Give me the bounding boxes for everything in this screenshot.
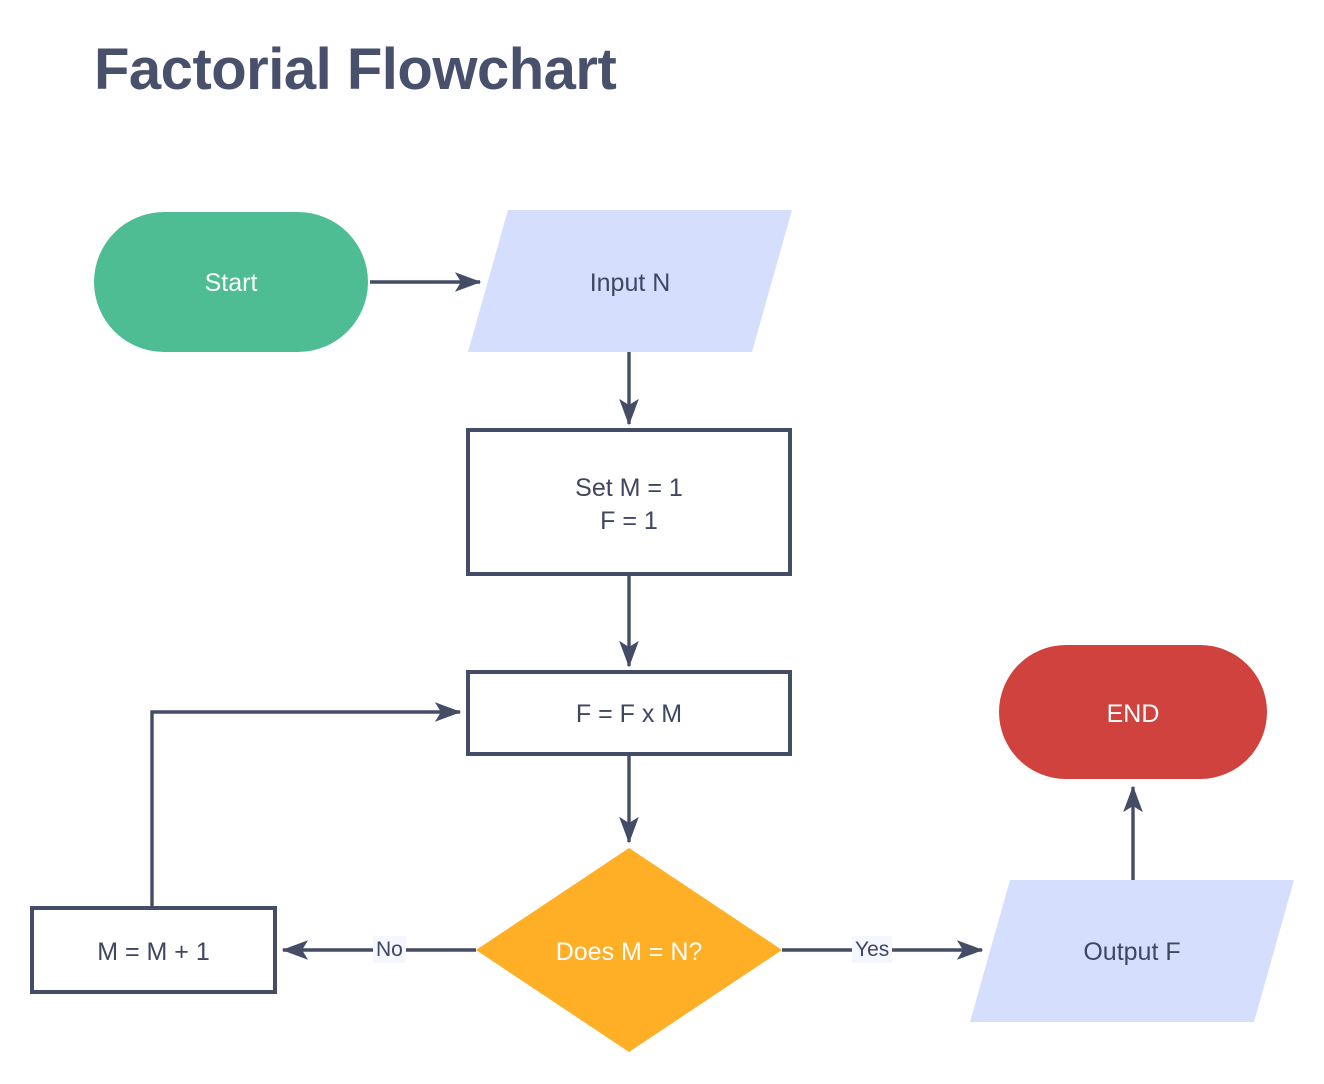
node-start-shape[interactable]: [94, 212, 368, 352]
node-mult-shape[interactable]: [466, 670, 792, 756]
node-incr-shape[interactable]: [30, 906, 277, 994]
node-input-shape[interactable]: [468, 210, 792, 352]
node-output-shape[interactable]: [970, 880, 1294, 1022]
node-end-shape[interactable]: [999, 645, 1267, 779]
edge-label-yes: Yes: [852, 936, 893, 964]
page-title: Factorial Flowchart: [94, 37, 617, 102]
edge-label-no: No: [373, 936, 406, 964]
node-init-shape[interactable]: [466, 428, 792, 576]
edge-incr-to-mult: [150, 702, 462, 908]
node-decide-shape[interactable]: [476, 848, 782, 1052]
